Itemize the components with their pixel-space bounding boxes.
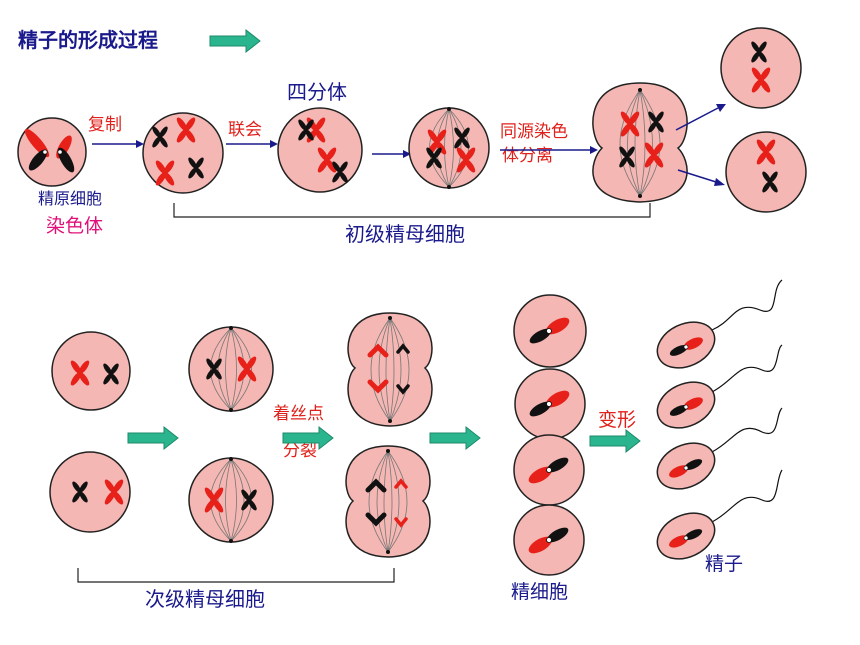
bracket-secondary-spermatocyte xyxy=(77,568,395,583)
cell-metaphase-1 xyxy=(408,107,490,189)
title-arrow xyxy=(209,29,261,53)
cell-anaphase-2-top xyxy=(347,312,433,427)
arrow-to-secondary-top xyxy=(675,104,726,131)
arrow-to-metaphase1 xyxy=(372,150,411,158)
cell-metaphase-2-top xyxy=(188,326,274,412)
cell-tetrad xyxy=(277,107,363,193)
arrow-to-secondary-bottom xyxy=(677,169,725,186)
label-chromosome: 染色体 xyxy=(46,215,104,237)
arrow-replication xyxy=(92,140,144,148)
cell-spermatogonium xyxy=(17,117,87,187)
cell-spermatid-4 xyxy=(513,504,585,576)
cell-spermatid-3 xyxy=(513,434,585,506)
arrow-centromere-split xyxy=(282,426,334,450)
bracket-primary-spermatocyte xyxy=(173,203,651,218)
cell-secondary-bottom-right xyxy=(725,131,807,213)
cell-spermatid-1 xyxy=(513,294,587,368)
label-homolog-separation-2: 体分离 xyxy=(502,146,553,166)
sperm-4 xyxy=(656,469,783,560)
sperm-2 xyxy=(656,344,783,429)
cell-anaphase-1 xyxy=(592,82,688,203)
cell-anaphase-2-bottom xyxy=(345,445,431,558)
arrow-transform xyxy=(589,429,641,453)
label-centromere-split-2: 分裂 xyxy=(283,441,317,461)
label-synapsis: 联会 xyxy=(228,120,262,140)
arrow-to-metaphase2 xyxy=(127,426,179,450)
arrow-synapsis xyxy=(226,140,278,148)
cell-replicated xyxy=(142,112,224,194)
label-primary-spermatocyte: 初级精母细胞 xyxy=(345,222,465,246)
arrow-homolog-separation xyxy=(500,146,598,154)
arrow-to-spermatids xyxy=(429,426,481,450)
sperm-1 xyxy=(656,279,783,369)
label-tetrad: 四分体 xyxy=(287,80,347,104)
page-title: 精子的形成过程 xyxy=(18,28,158,52)
cell-secondary-1 xyxy=(51,331,131,411)
label-homolog-separation-1: 同源染色 xyxy=(500,122,568,142)
label-sperm: 精子 xyxy=(705,553,744,575)
cell-metaphase-2-bottom xyxy=(188,457,274,543)
label-transform: 变形 xyxy=(598,409,637,431)
cell-secondary-2 xyxy=(49,451,131,533)
cell-secondary-top-right xyxy=(720,27,802,109)
sperm-3 xyxy=(656,407,783,490)
label-spermatid: 精细胞 xyxy=(511,581,569,603)
label-spermatogonium: 精原细胞 xyxy=(38,189,103,208)
label-secondary-spermatocyte: 次级精母细胞 xyxy=(145,587,265,611)
cell-spermatid-2 xyxy=(514,368,586,440)
label-replication: 复制 xyxy=(88,115,122,135)
label-centromere-split-1: 着丝点 xyxy=(273,404,324,424)
